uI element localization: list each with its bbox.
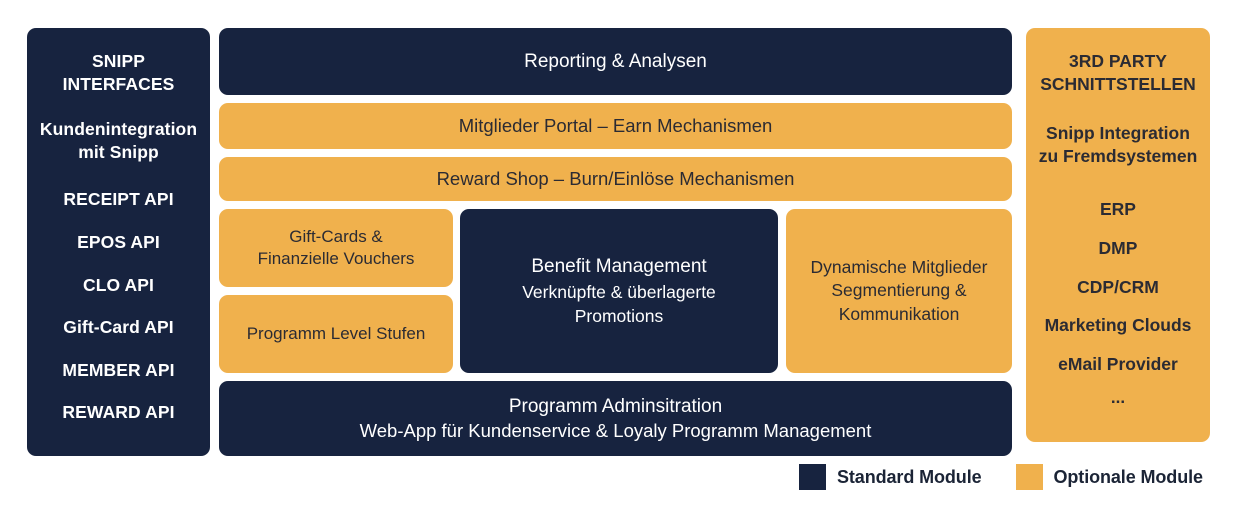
benefit-management-title: Benefit Management: [531, 256, 707, 278]
programm-administration-module: Programm Adminsitration Web-App für Kund…: [219, 381, 1012, 456]
legend: Standard Module Optionale Module: [799, 463, 1229, 491]
legend-swatch-optional-icon: [1015, 464, 1043, 490]
segmentierung-line-1: Dynamische Mitglieder: [810, 257, 988, 278]
third-party-schnittstellen-panel: 3RD PARTY SCHNITTSTELLEN Snipp Integrati…: [1026, 28, 1210, 442]
benefit-management-line-2: Promotions: [574, 305, 664, 326]
segmentierung-kommunikation-module: Dynamische Mitglieder Segmentierung & Ko…: [786, 209, 1012, 373]
programm-administration-title: Programm Adminsitration: [508, 395, 723, 417]
api-item-receipt: RECEIPT API: [63, 189, 174, 210]
segmentierung-line-2: Segmentierung &: [831, 280, 967, 301]
mitglieder-portal-module: Mitglieder Portal – Earn Mechanismen: [219, 103, 1012, 149]
reporting-analysen-module: Reporting & Analysen: [219, 28, 1012, 95]
system-item-erp: ERP: [1100, 199, 1136, 220]
programm-administration-subtitle: Web-App für Kundenservice & Loyaly Progr…: [359, 419, 872, 441]
api-list: RECEIPT API EPOS API CLO API Gift-Card A…: [33, 188, 204, 424]
kundenintegration-line-1: Kundenintegration: [39, 119, 198, 140]
third-party-systems-list: ERP DMP CDP/CRM Marketing Clouds eMail P…: [1032, 198, 1204, 408]
third-party-heading-line-2: SCHNITTSTELLEN: [1040, 74, 1196, 95]
benefit-management-module: Benefit Management Verknüpfte & überlage…: [460, 209, 778, 373]
programm-level-stufen-module: Programm Level Stufen: [219, 295, 453, 373]
gift-cards-label-line-1: Gift-Cards &: [289, 226, 383, 246]
snipp-integration-line-1: Snipp Integration: [1046, 123, 1190, 144]
system-item-cdp-crm: CDP/CRM: [1077, 276, 1159, 297]
programm-level-stufen-label: Programm Level Stufen: [246, 323, 426, 343]
reward-shop-label: Reward Shop – Burn/Einlöse Mechanismen: [436, 167, 795, 189]
legend-item-optional: Optionale Module: [1015, 464, 1204, 490]
legend-item-standard: Standard Module: [799, 464, 982, 490]
api-item-epos: EPOS API: [77, 231, 160, 252]
benefit-management-line-1: Verknüpfte & überlagerte: [522, 282, 716, 303]
snipp-integration-line-2: zu Fremdsystemen: [1038, 146, 1198, 167]
snipp-interfaces-heading-line-2: INTERFACES: [62, 74, 175, 95]
snipp-interfaces-heading-line-1: SNIPP: [91, 51, 146, 71]
gift-cards-module: Gift-Cards & Finanzielle Vouchers: [219, 209, 453, 287]
legend-label-standard: Standard Module: [837, 466, 982, 487]
system-item-email-provider: eMail Provider: [1058, 353, 1178, 374]
system-item-dmp: DMP: [1098, 237, 1138, 258]
system-item-more: ...: [1110, 388, 1126, 408]
reward-shop-module: Reward Shop – Burn/Einlöse Mechanismen: [219, 157, 1012, 201]
api-item-member: MEMBER API: [62, 359, 175, 380]
system-item-marketing-clouds: Marketing Clouds: [1044, 315, 1192, 336]
api-item-gift-card: Gift-Card API: [63, 317, 174, 338]
reporting-analysen-label: Reporting & Analysen: [524, 50, 707, 72]
kundenintegration-line-2: mit Snipp: [78, 142, 159, 163]
snipp-interfaces-panel: SNIPP INTERFACES Kundenintegration mit S…: [27, 28, 210, 456]
legend-swatch-standard-icon: [799, 464, 826, 490]
legend-label-optional: Optionale Module: [1053, 466, 1204, 487]
gift-cards-label-line-2: Finanzielle Vouchers: [257, 249, 415, 268]
api-item-clo: CLO API: [82, 274, 155, 295]
segmentierung-line-3: Kommunikation: [838, 303, 960, 324]
third-party-heading-line-1: 3RD PARTY: [1069, 51, 1167, 71]
mitglieder-portal-label: Mitglieder Portal – Earn Mechanismen: [458, 114, 773, 136]
api-item-reward: REWARD API: [62, 402, 175, 423]
